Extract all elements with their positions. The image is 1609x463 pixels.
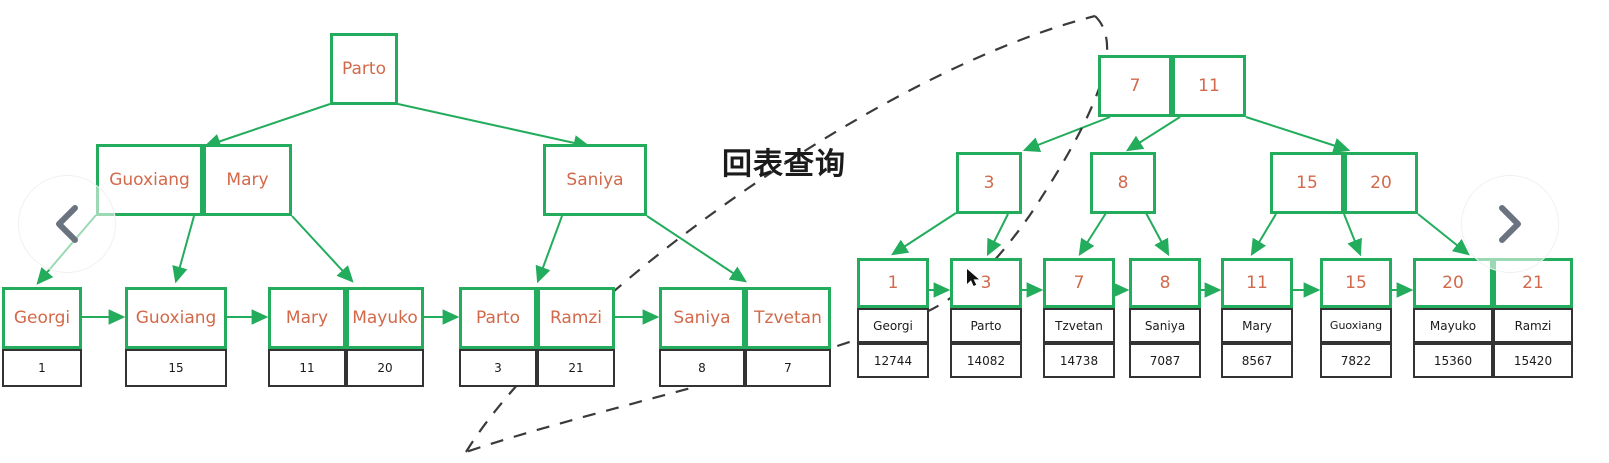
leaf-row-name: Georgi [857, 308, 929, 343]
clustered-index-leaf-node[interactable]: 20 Mayuko 15360 21 Ramzi 15420 [1413, 258, 1573, 378]
leaf-entry: Ramzi 21 [537, 287, 615, 387]
leaf-entry: 7 Tzvetan 14738 [1043, 258, 1115, 378]
secondary-index-leaf-node[interactable]: Georgi 1 [2, 287, 82, 387]
leaf-row-name: Tzvetan [1043, 308, 1115, 343]
leaf-entry: 20 Mayuko 15360 [1413, 258, 1493, 378]
leaf-row-value: 15420 [1493, 343, 1573, 378]
node-key-cell: 11 [1172, 55, 1246, 117]
clustered-index-internal-node-2[interactable]: 8 [1090, 152, 1156, 214]
secondary-index-internal-node-1[interactable]: Guoxiang Mary [96, 144, 292, 216]
leaf-value: 11 [268, 349, 346, 387]
leaf-row-value: 7822 [1320, 343, 1392, 378]
leaf-key: Saniya [659, 287, 745, 349]
clustered-index-leaf-node[interactable]: 8 Saniya 7087 [1129, 258, 1201, 378]
leaf-value: 15 [125, 349, 227, 387]
leaf-row-name: Mayuko [1413, 308, 1493, 343]
node-key-cell: 20 [1344, 152, 1418, 214]
leaf-key: 3 [950, 258, 1022, 308]
leaf-key: Mayuko [346, 287, 424, 349]
leaf-key: Parto [459, 287, 537, 349]
leaf-key: Georgi [2, 287, 82, 349]
clustered-index-root-node[interactable]: 7 11 [1098, 55, 1246, 117]
node-key-cell: Parto [330, 33, 398, 105]
clustered-index-leaf-node[interactable]: 15 Guoxiang 7822 [1320, 258, 1392, 378]
secondary-index-leaf-node[interactable]: Mary 11 Mayuko 20 [268, 287, 424, 387]
leaf-row-name: Saniya [1129, 308, 1201, 343]
leaf-key: 8 [1129, 258, 1201, 308]
node-key-cell: Guoxiang [96, 144, 203, 216]
carousel-next-button[interactable] [1461, 175, 1559, 273]
leaf-key: Ramzi [537, 287, 615, 349]
leaf-entry: 11 Mary 8567 [1221, 258, 1293, 378]
clustered-index-leaf-node[interactable]: 1 Georgi 12744 [857, 258, 929, 378]
leaf-key: 11 [1221, 258, 1293, 308]
leaf-key: 20 [1413, 258, 1493, 308]
node-key-cell: 7 [1098, 55, 1172, 117]
secondary-index-leaf-node[interactable]: Saniya 8 Tzvetan 7 [659, 287, 831, 387]
leaf-entry: Tzvetan 7 [745, 287, 831, 387]
node-key-cell: 3 [956, 152, 1022, 214]
leaf-value: 1 [2, 349, 82, 387]
secondary-index-leaf-node[interactable]: Guoxiang 15 [125, 287, 227, 387]
clustered-index-leaf-node[interactable]: 11 Mary 8567 [1221, 258, 1293, 378]
leaf-row-value: 12744 [857, 343, 929, 378]
node-key-cell: 15 [1270, 152, 1344, 214]
leaf-row-name: Mary [1221, 308, 1293, 343]
node-key-cell: 8 [1090, 152, 1156, 214]
leaf-entry: 3 Parto 14082 [950, 258, 1022, 378]
leaf-entry: 15 Guoxiang 7822 [1320, 258, 1392, 378]
secondary-index-leaf-node[interactable]: Parto 3 Ramzi 21 [459, 287, 615, 387]
mouse-pointer-icon [966, 268, 982, 288]
leaf-entry: 8 Saniya 7087 [1129, 258, 1201, 378]
node-key-cell: Saniya [543, 144, 647, 216]
lookup-annotation-label: 回表查询 [722, 147, 846, 182]
leaf-row-value: 15360 [1413, 343, 1493, 378]
leaf-row-value: 8567 [1221, 343, 1293, 378]
leaf-key: Mary [268, 287, 346, 349]
leaf-value: 3 [459, 349, 537, 387]
leaf-row-value: 14738 [1043, 343, 1115, 378]
leaf-key: Guoxiang [125, 287, 227, 349]
leaf-entry: Guoxiang 15 [125, 287, 227, 387]
leaf-key: Tzvetan [745, 287, 831, 349]
leaf-row-name: Parto [950, 308, 1022, 343]
leaf-value: 7 [745, 349, 831, 387]
leaf-row-value: 7087 [1129, 343, 1201, 378]
leaf-key: 15 [1320, 258, 1392, 308]
carousel-prev-button[interactable] [18, 175, 116, 273]
leaf-key: 7 [1043, 258, 1115, 308]
leaf-entry: 1 Georgi 12744 [857, 258, 929, 378]
clustered-index-leaf-node[interactable]: 7 Tzvetan 14738 [1043, 258, 1115, 378]
secondary-index-root-node[interactable]: Parto [330, 33, 398, 105]
leaf-value: 8 [659, 349, 745, 387]
chevron-left-icon [56, 205, 78, 243]
leaf-entry: Georgi 1 [2, 287, 82, 387]
clustered-index-internal-node-1[interactable]: 3 [956, 152, 1022, 214]
leaf-row-name: Guoxiang [1320, 308, 1392, 343]
secondary-index-internal-node-2[interactable]: Saniya [543, 144, 647, 216]
leaf-entry: 21 Ramzi 15420 [1493, 258, 1573, 378]
leaf-entry: Parto 3 [459, 287, 537, 387]
clustered-index-internal-node-3[interactable]: 15 20 [1270, 152, 1418, 214]
leaf-row-name: Ramzi [1493, 308, 1573, 343]
leaf-key: 1 [857, 258, 929, 308]
leaf-row-value: 14082 [950, 343, 1022, 378]
leaf-value: 20 [346, 349, 424, 387]
leaf-entry: Mayuko 20 [346, 287, 424, 387]
chevron-right-icon [1499, 205, 1521, 243]
leaf-entry: Saniya 8 [659, 287, 745, 387]
leaf-entry: Mary 11 [268, 287, 346, 387]
node-key-cell: Mary [203, 144, 292, 216]
clustered-index-leaf-node[interactable]: 3 Parto 14082 [950, 258, 1022, 378]
leaf-value: 21 [537, 349, 615, 387]
